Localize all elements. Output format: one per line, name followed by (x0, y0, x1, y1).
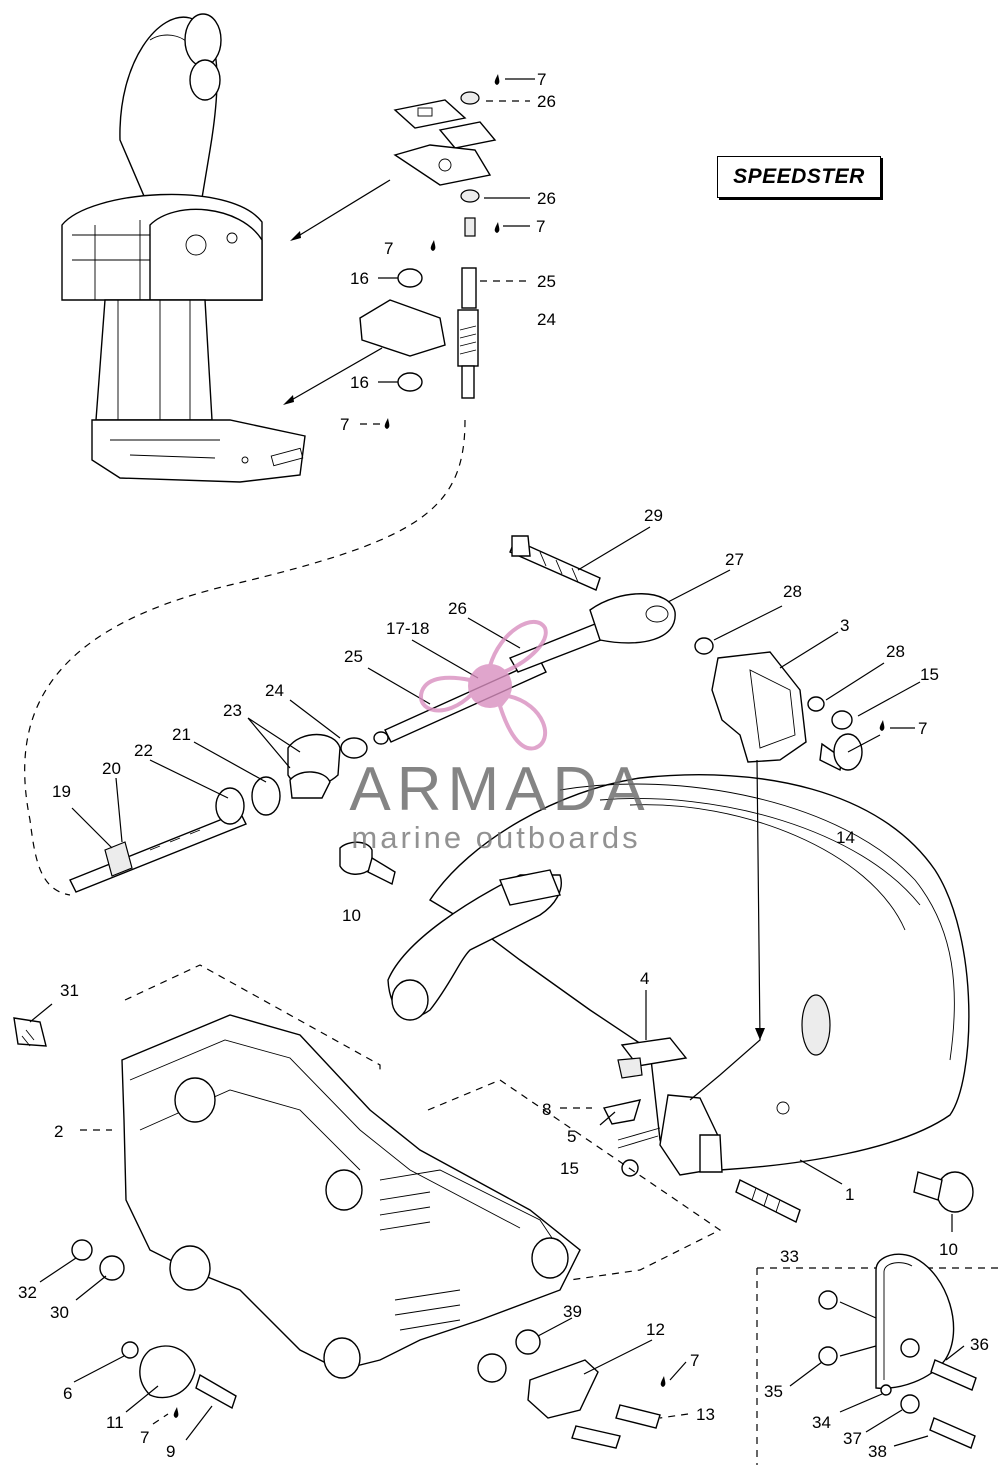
propeller-hub (468, 664, 512, 708)
main-housing-2 (13, 1014, 661, 1449)
callout: 31 (60, 981, 79, 1000)
callout: 16 (350, 373, 369, 392)
callout: 38 (868, 1442, 887, 1461)
callout-labels: 7 26 26 7 7 16 25 24 16 7 29 27 28 26 17… (18, 70, 989, 1461)
callout: 13 (696, 1405, 715, 1424)
model-label-box: SPEEDSTER (717, 156, 881, 198)
callout: 6 (63, 1384, 72, 1403)
callout: 34 (812, 1413, 831, 1432)
callout: 35 (764, 1382, 783, 1401)
callout: 14 (836, 828, 855, 847)
housing-dashed-outline (124, 964, 381, 1070)
callout: 26 (537, 189, 556, 208)
bracket-3 (711, 651, 863, 772)
callout: 7 (384, 239, 393, 258)
callout: 7 (140, 1428, 149, 1447)
callout: 15 (560, 1159, 579, 1178)
callout: 10 (342, 906, 361, 925)
cable-route-dashed (24, 419, 466, 896)
callout: 1 (845, 1185, 854, 1204)
callout: 25 (537, 272, 556, 291)
callout: 3 (840, 616, 849, 635)
arrow-line-lower (287, 347, 383, 403)
callout: 36 (970, 1335, 989, 1354)
callout: 7 (536, 217, 545, 236)
propeller-icon (419, 620, 548, 751)
callout: 22 (134, 741, 153, 760)
control-handle-assembly (61, 13, 306, 483)
callout: 10 (939, 1240, 958, 1259)
callout: 7 (690, 1351, 699, 1370)
callout: 4 (640, 969, 649, 988)
callout: 29 (644, 506, 663, 525)
callout: 26 (448, 599, 467, 618)
callout: 7 (537, 70, 546, 89)
callout: 16 (350, 269, 369, 288)
callout: 23 (223, 701, 242, 720)
callout: 17-18 (386, 619, 429, 638)
callout: 7 (918, 719, 927, 738)
callout: 30 (50, 1303, 69, 1322)
callout: 8 (542, 1100, 551, 1119)
callout: 37 (843, 1429, 862, 1448)
callout: 12 (646, 1320, 665, 1339)
callout: 24 (537, 310, 556, 329)
guide-plate-1 (429, 774, 974, 1223)
callout: 32 (18, 1283, 37, 1302)
callout: 7 (340, 415, 349, 434)
callout: 20 (102, 759, 121, 778)
callout: 26 (537, 92, 556, 111)
callout: 39 (563, 1302, 582, 1321)
watermark-title: ARMADA (349, 755, 650, 824)
callout: 28 (783, 582, 802, 601)
lever-arm (339, 841, 562, 1021)
callout: 33 (780, 1247, 799, 1266)
watermark-logo: ARMADA marine outboards (349, 620, 650, 855)
callout: 24 (265, 681, 284, 700)
connector-4 (602, 759, 765, 1177)
callout: 19 (52, 782, 71, 801)
inset-33 (756, 1253, 1000, 1465)
callout: 5 (567, 1127, 576, 1146)
cable-end-stack (173, 74, 885, 1418)
callout: 2 (54, 1122, 63, 1141)
callout: 28 (886, 642, 905, 661)
arrow-line-upper (294, 179, 391, 239)
callout: 11 (106, 1413, 124, 1432)
callout: 15 (920, 665, 939, 684)
callout: 21 (172, 725, 191, 744)
callout: 27 (725, 550, 744, 569)
watermark-subtitle: marine outboards (351, 820, 640, 855)
callout: 9 (166, 1442, 175, 1461)
callout: 25 (344, 647, 363, 666)
